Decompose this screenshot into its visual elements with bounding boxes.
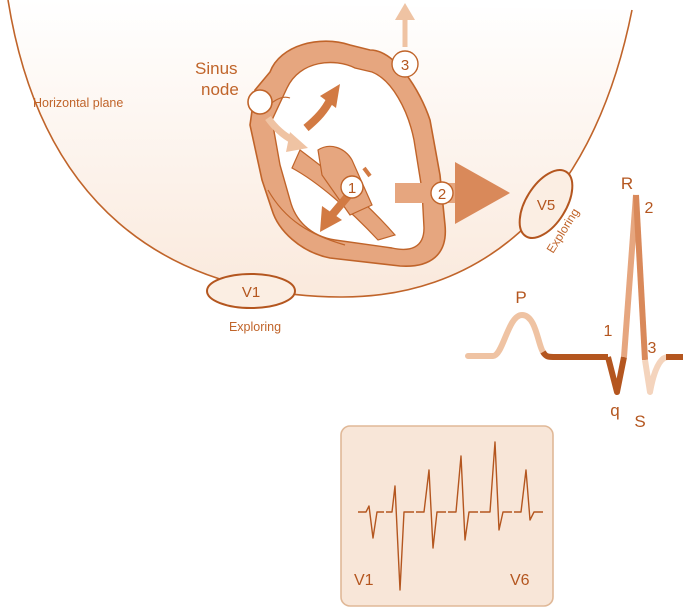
electrode-v1 bbox=[206, 273, 296, 309]
sinus-node-marker bbox=[247, 89, 273, 115]
sinus-node-label-line1: Sinus bbox=[195, 59, 238, 78]
vector-2-marker bbox=[430, 181, 454, 205]
lead-progression-panel bbox=[340, 425, 554, 607]
vector-2-label: 2 bbox=[438, 186, 446, 203]
vector-3-label: 3 bbox=[401, 57, 409, 74]
lead-traces bbox=[358, 441, 543, 591]
left-atrial-arrow bbox=[320, 84, 340, 108]
ecg-r-label: R bbox=[621, 174, 633, 193]
ecg-phase-2-label: 2 bbox=[645, 200, 654, 217]
lead-trace-v2 bbox=[386, 485, 414, 591]
vector-3-arrowhead bbox=[395, 3, 415, 20]
vector-1-label: 1 bbox=[348, 180, 356, 197]
lead-trace-v3 bbox=[416, 469, 446, 549]
ecg-q-label: q bbox=[610, 401, 619, 420]
vector-2-arrowhead bbox=[455, 162, 510, 224]
lead-trace-v4 bbox=[448, 455, 478, 541]
vector-3-marker bbox=[391, 50, 419, 78]
horizontal-plane-label: Horizontal plane bbox=[33, 96, 123, 110]
lead-trace-v6 bbox=[514, 469, 543, 521]
electrode-v5-label: V5 bbox=[537, 197, 555, 214]
ecg-complex bbox=[465, 194, 683, 395]
lead-panel-v6-label: V6 bbox=[510, 572, 530, 589]
lead-trace-v5 bbox=[480, 441, 512, 531]
ecg-phase-3-label: 3 bbox=[648, 340, 657, 357]
sinus-node-label-line2: node bbox=[201, 80, 239, 99]
septal-activation-arrow bbox=[320, 206, 342, 232]
vector-1-marker bbox=[340, 175, 364, 199]
ecg-phase-1-label: 1 bbox=[604, 323, 613, 340]
lead-panel-v1-label: V1 bbox=[354, 572, 374, 589]
exploring-v1-label: Exploring bbox=[229, 320, 281, 334]
electrode-v5 bbox=[518, 169, 574, 239]
atrial-activation-arrow bbox=[286, 132, 308, 152]
lead-trace-v1 bbox=[358, 505, 384, 539]
electrode-v1-label: V1 bbox=[242, 284, 260, 301]
ecg-s-label: S bbox=[634, 412, 645, 431]
ecg-p-label: P bbox=[515, 288, 526, 307]
